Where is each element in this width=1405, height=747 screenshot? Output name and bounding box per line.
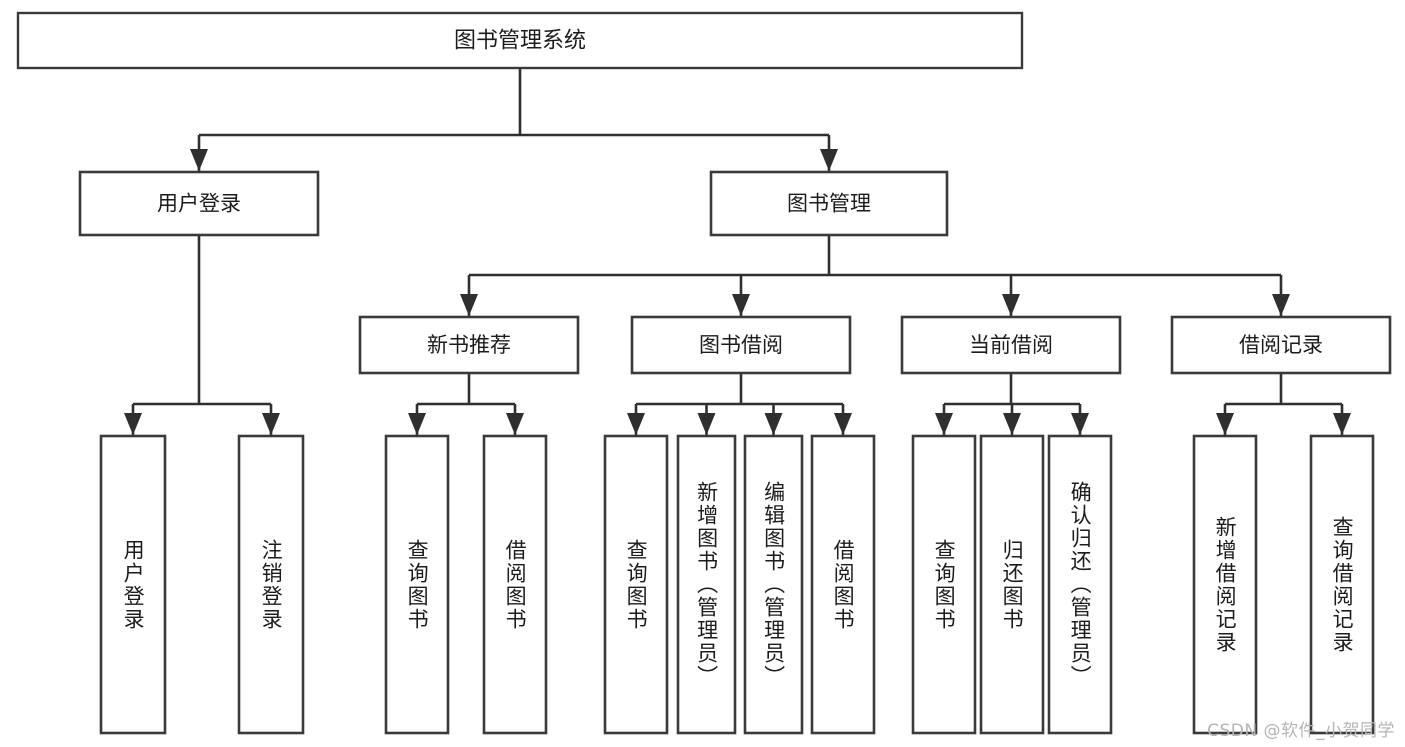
arrow-head-icon [627,413,645,435]
node-box-new-book-recommend[interactable] [358,315,580,375]
box-layer [16,11,1392,735]
node-label-book-borrow: 图书借阅 [699,333,783,357]
node-label-book-manage: 图书管理 [787,192,871,216]
arrow-head-icon [1071,413,1089,435]
node-box-current-borrow[interactable] [900,315,1122,375]
node-box-leaf-user-login[interactable] [99,434,167,735]
node-label-borrow-record: 借阅记录 [1239,333,1323,357]
node-box-leaf-add-book[interactable] [676,434,737,735]
node-box-user-login[interactable] [78,170,320,237]
node-box-leaf-add-borrow-record[interactable] [1192,434,1258,735]
watermark-text: CSDN @软件_小贺同学 [1207,721,1395,741]
node-box-leaf-query-book-recommend[interactable] [384,434,450,735]
arrow-head-icon [1333,413,1351,435]
arrow-head-icon [697,413,716,435]
arrow-head-icon [190,149,208,171]
node-box-leaf-confirm-return[interactable] [1047,434,1113,735]
node-box-book-borrow[interactable] [630,315,852,375]
arrow-head-icon [1003,413,1021,435]
arrow-head-icon [820,149,838,171]
node-box-leaf-query-borrow-record[interactable] [1309,434,1375,735]
arrow-head-icon [935,413,953,435]
node-box-root[interactable] [16,11,1024,70]
node-box-leaf-user-logout[interactable] [237,434,305,735]
node-box-leaf-borrow-book-recommend[interactable] [482,434,548,735]
node-box-leaf-edit-book[interactable] [743,434,804,735]
arrow-head-icon [408,413,426,435]
node-box-book-manage[interactable] [709,170,949,237]
arrow-head-icon [834,413,852,435]
node-box-leaf-borrow-book[interactable] [810,434,876,735]
arrow-head-icon [506,413,524,435]
arrow-head-icon [1272,294,1290,316]
connector-layer [124,68,1351,435]
node-box-leaf-query-book-current[interactable] [911,434,977,735]
arrow-head-icon [262,413,280,435]
node-label-root: 图书管理系统 [454,29,586,54]
node-label-user-login: 用户登录 [157,192,241,216]
node-box-leaf-return-book[interactable] [979,434,1045,735]
arrow-head-icon [460,294,478,316]
node-box-borrow-record[interactable] [1170,315,1392,375]
arrow-head-icon [732,294,750,316]
node-label-current-borrow: 当前借阅 [969,333,1053,357]
arrow-head-icon [1216,413,1234,435]
arrow-head-icon [124,413,142,435]
arrow-head-icon [1002,294,1020,316]
node-box-leaf-query-book-borrow[interactable] [603,434,669,735]
arrow-head-icon [764,413,783,435]
node-label-new-book-recommend: 新书推荐 [427,333,511,357]
